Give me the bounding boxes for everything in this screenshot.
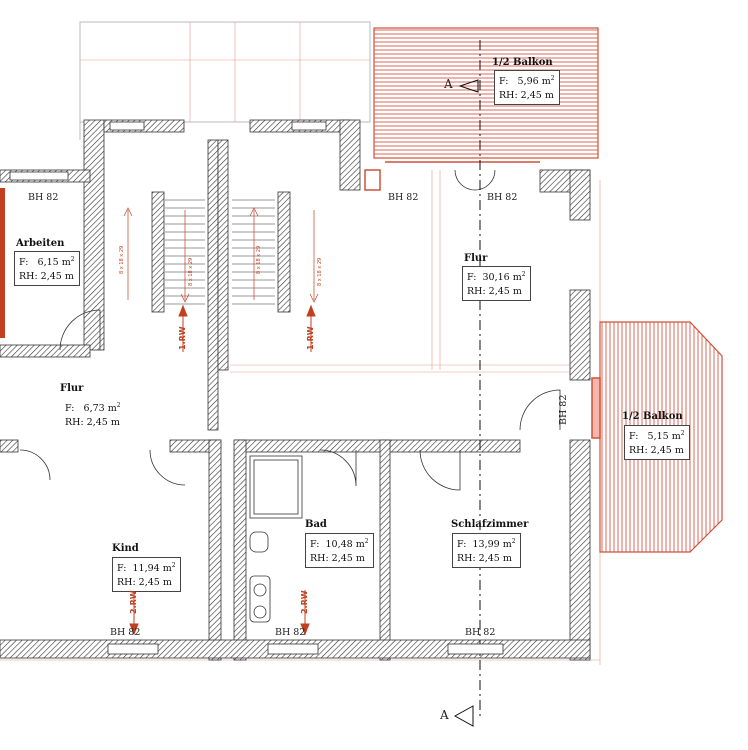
area-value: 13,99 m (472, 539, 512, 551)
height-prefix: RH: (457, 553, 476, 565)
room-info-kind: F: 11,94 m2 RH: 2,45 m (112, 557, 181, 593)
height-value: 2,45 m (488, 286, 522, 298)
area-sup: 2 (680, 430, 685, 437)
area-value: 10,48 m (325, 539, 365, 551)
area-value: 5,15 m (647, 431, 681, 443)
room-name-flur-right: Flur (464, 253, 488, 264)
area-sup: 2 (511, 538, 516, 545)
rw-label-4: 2.RW (300, 590, 309, 614)
room-name-flur-left: Flur (60, 383, 84, 394)
room-info-bad: F: 10,48 m2 RH: 2,45 m (305, 533, 374, 569)
section-arrow-top (458, 79, 479, 93)
height-value: 2,45 m (331, 553, 365, 565)
area-sup: 2 (521, 271, 526, 278)
area-sup: 2 (171, 562, 176, 569)
room-info-schlafzimmer: F: 13,99 m2 RH: 2,45 m (452, 533, 521, 569)
left-red-wall (0, 188, 5, 338)
height-prefix: RH: (65, 417, 84, 429)
room-info-balkon-right: F: 5,15 m2 RH: 2,45 m (624, 425, 690, 461)
doors (19, 169, 561, 491)
area-prefix: F: (65, 403, 75, 415)
bh-label-flur-1: BH 82 (388, 192, 419, 203)
stair-label-2: 8 x 18 x 29 (188, 257, 194, 286)
height-value: 2,45 m (650, 445, 684, 457)
stair-label-1: 8 x 18 x 29 (119, 245, 125, 274)
section-label-top: A (444, 77, 453, 91)
room-name-kind: Kind (112, 543, 139, 554)
bh-label-arbeiten: BH 82 (28, 192, 59, 203)
stair-right (232, 199, 275, 305)
bh-label-flur-2: BH 82 (487, 192, 518, 203)
area-value: 6,15 m (37, 257, 71, 269)
room-info-flur-left: F: 6,73 m2 RH: 2,45 m (60, 397, 126, 433)
roof-outline (79, 21, 371, 140)
height-value: 2,45 m (520, 90, 554, 102)
bh-label-kind: BH 82 (110, 627, 141, 638)
area-value: 6,73 m (83, 403, 117, 415)
room-info-flur-right: F: 30,16 m2 RH: 2,45 m (462, 266, 531, 302)
bath-fixtures (249, 455, 303, 623)
area-prefix: F: (19, 257, 29, 269)
section-label-bottom: A (440, 708, 449, 722)
stair-label-4: 8 x 18 x 29 (317, 257, 323, 286)
bh-label-balkon: BH 82 (558, 394, 569, 425)
area-prefix: F: (457, 539, 467, 551)
bh-label-schlafzimmer: BH 82 (465, 627, 496, 638)
windows (9, 121, 504, 655)
height-value: 2,45 m (86, 417, 120, 429)
height-value: 2,45 m (40, 271, 74, 283)
balcony-top (373, 27, 599, 159)
area-value: 11,94 m (132, 563, 172, 575)
room-name-arbeiten: Arbeiten (16, 238, 65, 249)
room-name-bad: Bad (305, 519, 327, 530)
section-arrow-bottom (453, 705, 474, 727)
area-sup: 2 (116, 402, 121, 409)
height-prefix: RH: (19, 271, 38, 283)
area-sup: 2 (550, 75, 555, 82)
stair-label-3: 8 x 18 x 29 (256, 245, 262, 274)
room-info-arbeiten: F: 6,15 m2 RH: 2,45 m (14, 251, 80, 287)
room-name-balkon-right: 1/2 Balkon (622, 411, 683, 422)
height-prefix: RH: (117, 577, 136, 589)
height-prefix: RH: (499, 90, 518, 102)
area-sup: 2 (70, 256, 75, 263)
rw-label-3: 2.RW (129, 590, 138, 614)
new-walls (364, 161, 601, 439)
height-prefix: RH: (629, 445, 648, 457)
height-prefix: RH: (467, 286, 486, 298)
bh-label-bad: BH 82 (275, 627, 306, 638)
area-sup: 2 (364, 538, 369, 545)
rw-arrows (129, 304, 316, 636)
rw-label-1: 1.RW (178, 326, 187, 350)
height-value: 2,45 m (138, 577, 172, 589)
area-value: 30,16 m (482, 272, 522, 284)
area-prefix: F: (467, 272, 477, 284)
area-value: 5,96 m (517, 76, 551, 88)
area-prefix: F: (117, 563, 127, 575)
height-prefix: RH: (310, 553, 329, 565)
height-value: 2,45 m (478, 553, 512, 565)
area-prefix: F: (499, 76, 509, 88)
rw-label-2: 1.RW (306, 326, 315, 350)
room-name-balkon-top: 1/2 Balkon (492, 57, 553, 68)
stair-arrows (123, 207, 319, 303)
area-prefix: F: (310, 539, 320, 551)
room-info-balkon-top: F: 5,96 m2 RH: 2,45 m (494, 70, 560, 106)
area-prefix: F: (629, 431, 639, 443)
room-name-schlafzimmer: Schlafzimmer (451, 519, 529, 530)
